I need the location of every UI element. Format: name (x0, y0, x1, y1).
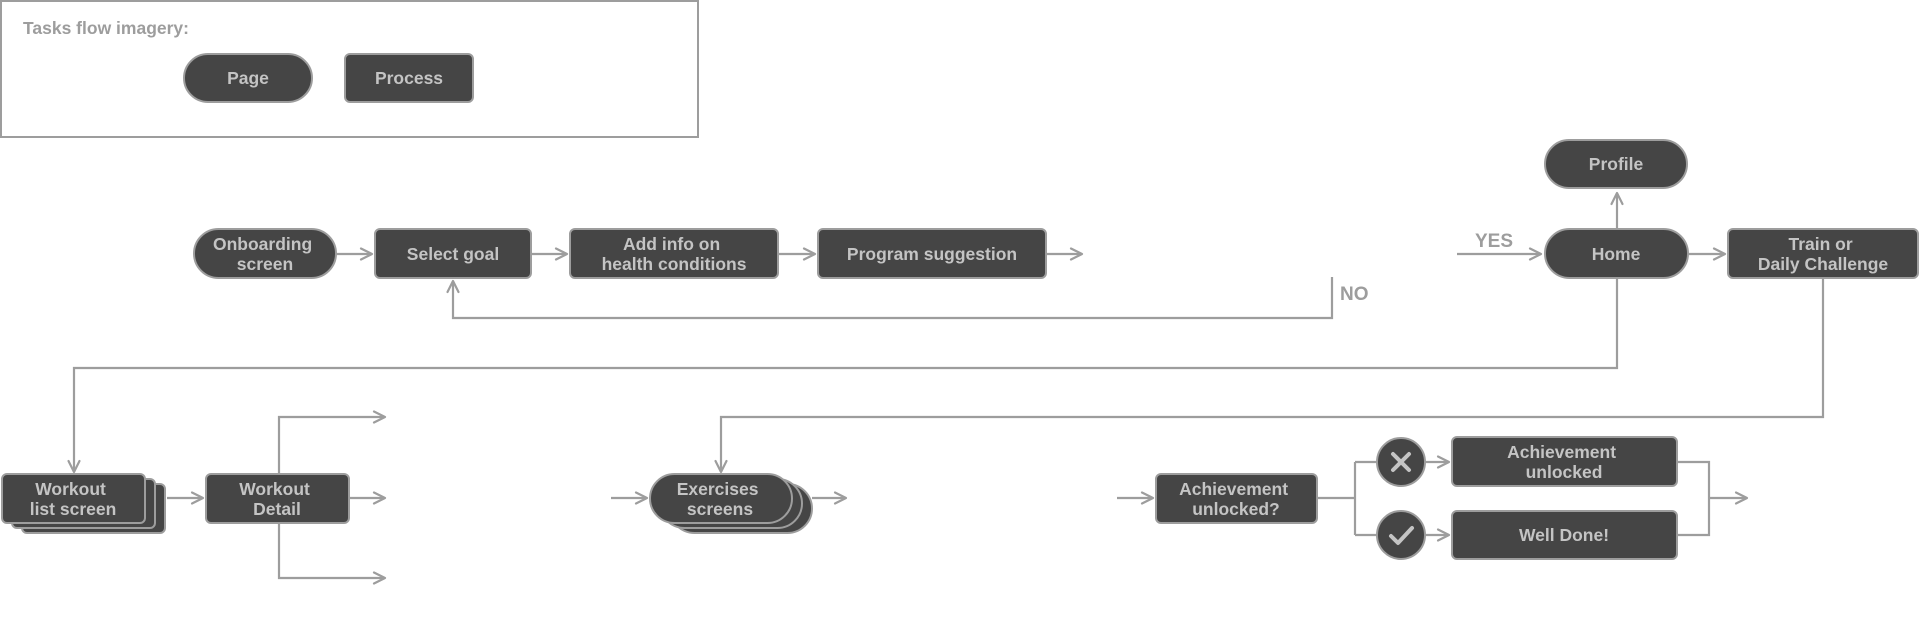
arrow-no-back-to-goal (446, 277, 1334, 320)
node-home: Home (1544, 228, 1689, 279)
node-health-info: Add info on health conditions (569, 228, 779, 279)
node-exercises-label: Exercises screens (677, 479, 764, 519)
node-achievement-unlocked: Achievement unlocked (1451, 436, 1678, 487)
legend-page-shape: Page (183, 53, 313, 103)
arrow-detail-out-bottom (277, 522, 387, 585)
node-onboarding-screen: Onboarding screen (193, 228, 337, 279)
node-achievement-check: Achievement unlocked? (1155, 473, 1318, 524)
legend-title: Tasks flow imagery: (23, 18, 189, 38)
node-profile-label: Profile (1589, 154, 1644, 174)
node-onboarding-label: Onboarding screen (213, 234, 317, 274)
node-well-done-label: Well Done! (1519, 525, 1609, 545)
legend-process-shape: Process (344, 53, 474, 103)
legend-process-label: Process (375, 68, 443, 88)
node-workout-detail: Workout Detail (205, 473, 350, 524)
connectors (67, 191, 1825, 585)
node-exercises-screens: Exercises screens (649, 473, 813, 534)
close-x-icon (1376, 437, 1426, 487)
node-profile: Profile (1544, 139, 1688, 189)
node-train-label: Train or Daily Challenge (1758, 234, 1889, 274)
node-health-info-label: Add info on health conditions (602, 234, 747, 274)
no-label: NO (1340, 284, 1369, 305)
arrow-home-to-workout-list (67, 278, 1619, 474)
node-workout-list-label: Workout list screen (30, 479, 117, 519)
node-achievement-unlocked-label: Achievement unlocked (1507, 442, 1621, 482)
node-program-label: Program suggestion (847, 244, 1017, 264)
node-program-suggestion: Program suggestion (817, 228, 1047, 279)
legend: Tasks flow imagery: Page Process (0, 0, 699, 138)
node-train-or-daily-challenge: Train or Daily Challenge (1727, 228, 1919, 279)
node-achievement-check-label: Achievement unlocked? (1179, 479, 1293, 519)
node-select-goal: Select goal (374, 228, 532, 279)
node-select-goal-label: Select goal (407, 244, 499, 264)
node-workout-detail-label: Workout Detail (239, 479, 315, 519)
yes-label: YES (1475, 231, 1513, 252)
node-workout-list-screen: Workout list screen (1, 473, 166, 534)
line-merge (1677, 460, 1711, 537)
checkmark-icon (1376, 510, 1426, 560)
arrow-detail-out-top (277, 410, 387, 473)
node-home-label: Home (1592, 244, 1641, 264)
node-well-done: Well Done! (1451, 510, 1678, 560)
legend-page-label: Page (227, 68, 269, 88)
arrow-train-to-exercises (714, 278, 1825, 474)
